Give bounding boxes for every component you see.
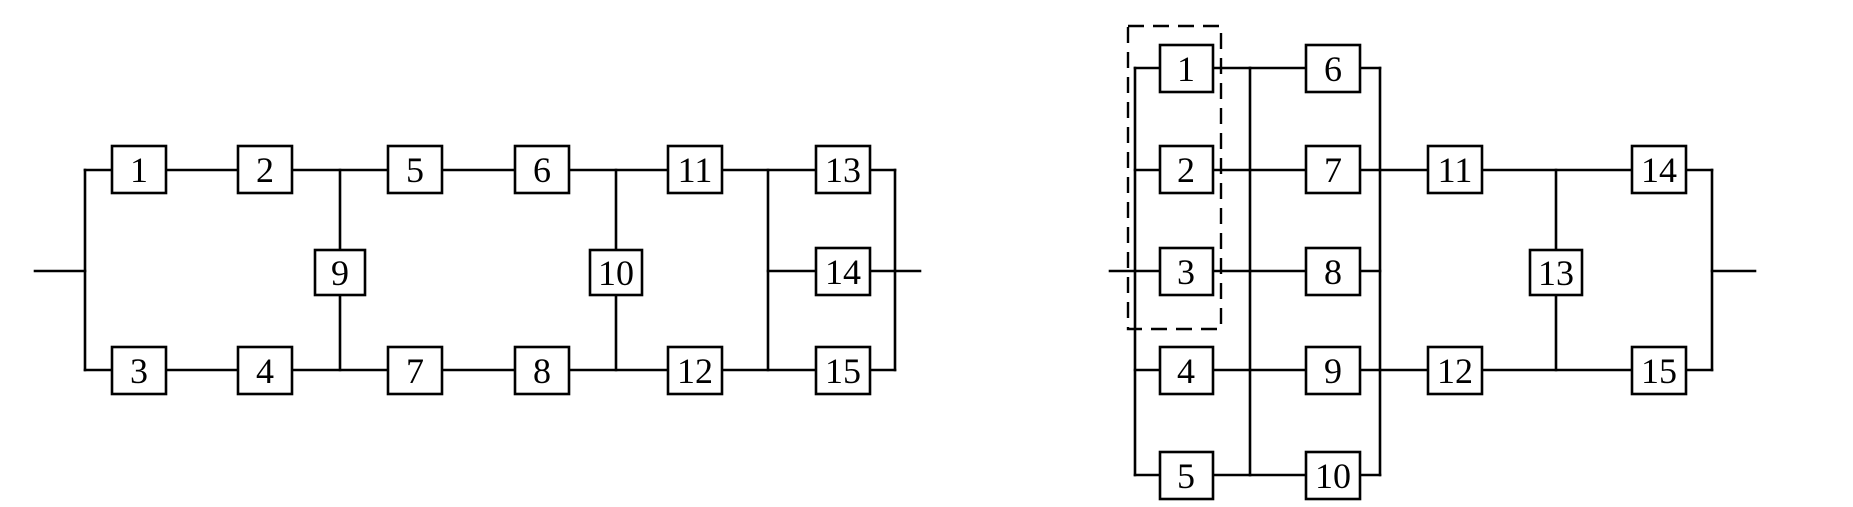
right-block-12: 12 [1426, 345, 1484, 396]
right-block-4-label: 4 [1177, 351, 1195, 391]
left-wires [33, 168, 922, 372]
left-block-8-label: 8 [533, 351, 551, 391]
left-blocks: 1 2 3 4 5 6 7 [110, 144, 872, 396]
left-block-2: 2 [236, 144, 294, 195]
dashed-group-outline [1126, 24, 1223, 331]
right-block-10-label: 10 [1315, 456, 1351, 496]
left-block-1: 1 [110, 144, 168, 195]
right-block-5-label: 5 [1177, 456, 1195, 496]
right-block-3: 3 [1158, 246, 1215, 297]
right-block-7: 7 [1304, 144, 1362, 195]
left-block-1-label: 1 [130, 150, 148, 190]
right-block-15: 15 [1630, 345, 1688, 396]
left-block-11-label: 11 [678, 150, 713, 190]
right-block-10: 10 [1304, 450, 1362, 501]
right-block-5: 5 [1158, 450, 1215, 501]
right-diagram: 1 2 3 4 5 6 7 [1108, 24, 1757, 501]
left-block-14: 14 [814, 246, 872, 297]
right-block-9-label: 9 [1324, 351, 1342, 391]
left-block-8: 8 [513, 345, 571, 396]
right-block-14-label: 14 [1641, 150, 1677, 190]
left-block-9-label: 9 [331, 253, 349, 293]
left-block-4-label: 4 [256, 351, 274, 391]
left-block-3-label: 3 [130, 351, 148, 391]
right-block-6: 6 [1304, 43, 1362, 94]
right-block-8: 8 [1304, 246, 1362, 297]
left-block-5-label: 5 [406, 150, 424, 190]
left-block-2-label: 2 [256, 150, 274, 190]
right-wires [1108, 66, 1757, 477]
right-block-9: 9 [1304, 345, 1362, 396]
left-block-6-label: 6 [533, 150, 551, 190]
left-block-3: 3 [110, 345, 168, 396]
right-block-4: 4 [1158, 345, 1215, 396]
right-block-3-label: 3 [1177, 252, 1195, 292]
right-block-2-label: 2 [1177, 150, 1195, 190]
left-block-5: 5 [386, 144, 444, 195]
left-block-12: 12 [666, 345, 724, 396]
right-block-14: 14 [1630, 144, 1688, 195]
left-block-7: 7 [386, 345, 444, 396]
left-block-6: 6 [513, 144, 571, 195]
right-block-13: 13 [1528, 248, 1584, 297]
right-block-1-label: 1 [1177, 49, 1195, 89]
left-diagram: 1 2 3 4 5 6 7 [33, 144, 922, 396]
left-block-14-label: 14 [825, 252, 861, 292]
right-block-11-label: 11 [1438, 150, 1473, 190]
left-block-13: 13 [814, 144, 872, 195]
right-block-12-label: 12 [1437, 351, 1473, 391]
right-blocks: 1 2 3 4 5 6 7 [1158, 43, 1688, 501]
right-block-2: 2 [1158, 144, 1215, 195]
left-block-11: 11 [666, 144, 724, 195]
right-block-6-label: 6 [1324, 49, 1342, 89]
right-block-8-label: 8 [1324, 252, 1342, 292]
left-block-9: 9 [313, 248, 367, 297]
left-block-12-label: 12 [677, 351, 713, 391]
right-block-7-label: 7 [1324, 150, 1342, 190]
left-block-10-label: 10 [598, 253, 634, 293]
left-block-4: 4 [236, 345, 294, 396]
right-block-11: 11 [1426, 144, 1484, 195]
left-block-15-label: 15 [825, 351, 861, 391]
left-block-15: 15 [814, 345, 872, 396]
left-block-7-label: 7 [406, 351, 424, 391]
left-block-10: 10 [588, 248, 644, 297]
right-block-15-label: 15 [1641, 351, 1677, 391]
right-block-1: 1 [1158, 43, 1215, 94]
left-block-13-label: 13 [825, 150, 861, 190]
right-block-13-label: 13 [1538, 253, 1574, 293]
